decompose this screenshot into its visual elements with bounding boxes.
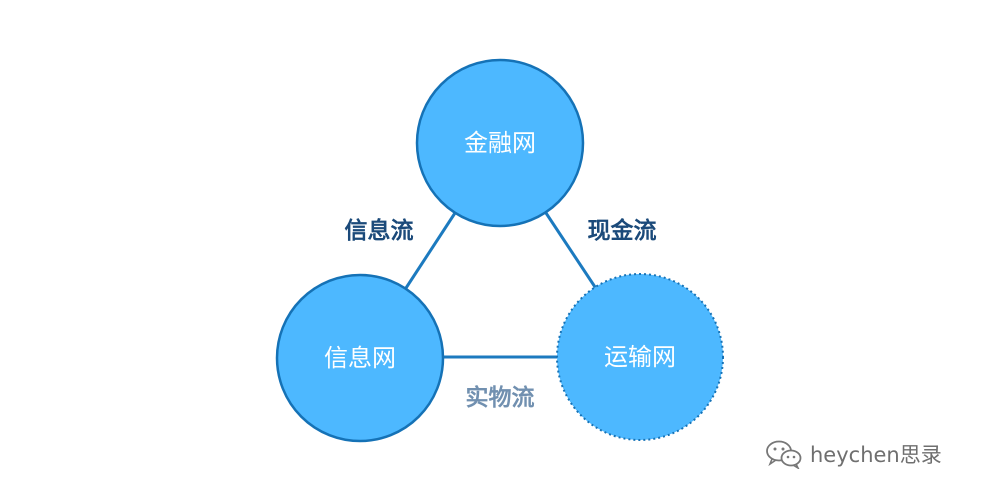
watermark-text: heychen思录 bbox=[810, 443, 942, 467]
node-transport-circle bbox=[556, 273, 724, 441]
node-finance-label: 金融网 bbox=[464, 129, 536, 157]
node-transport: 运输网 bbox=[556, 273, 724, 441]
node-info: 信息网 bbox=[275, 273, 445, 443]
edge-info-flow-line bbox=[404, 212, 457, 289]
edge-cash-flow-line bbox=[544, 212, 599, 291]
edge-goods-flow-label: 实物流 bbox=[466, 384, 535, 411]
node-transport-label: 运输网 bbox=[604, 343, 676, 371]
node-info-label: 信息网 bbox=[324, 344, 396, 372]
wechat-icon bbox=[764, 439, 804, 469]
node-finance-circle bbox=[415, 58, 585, 228]
edge-cash-flow-label: 现金流 bbox=[588, 217, 657, 244]
node-info-circle bbox=[275, 273, 445, 443]
watermark: heychen思录 bbox=[764, 436, 942, 472]
node-finance: 金融网 bbox=[415, 58, 585, 228]
edge-info-flow-label: 信息流 bbox=[345, 217, 414, 244]
